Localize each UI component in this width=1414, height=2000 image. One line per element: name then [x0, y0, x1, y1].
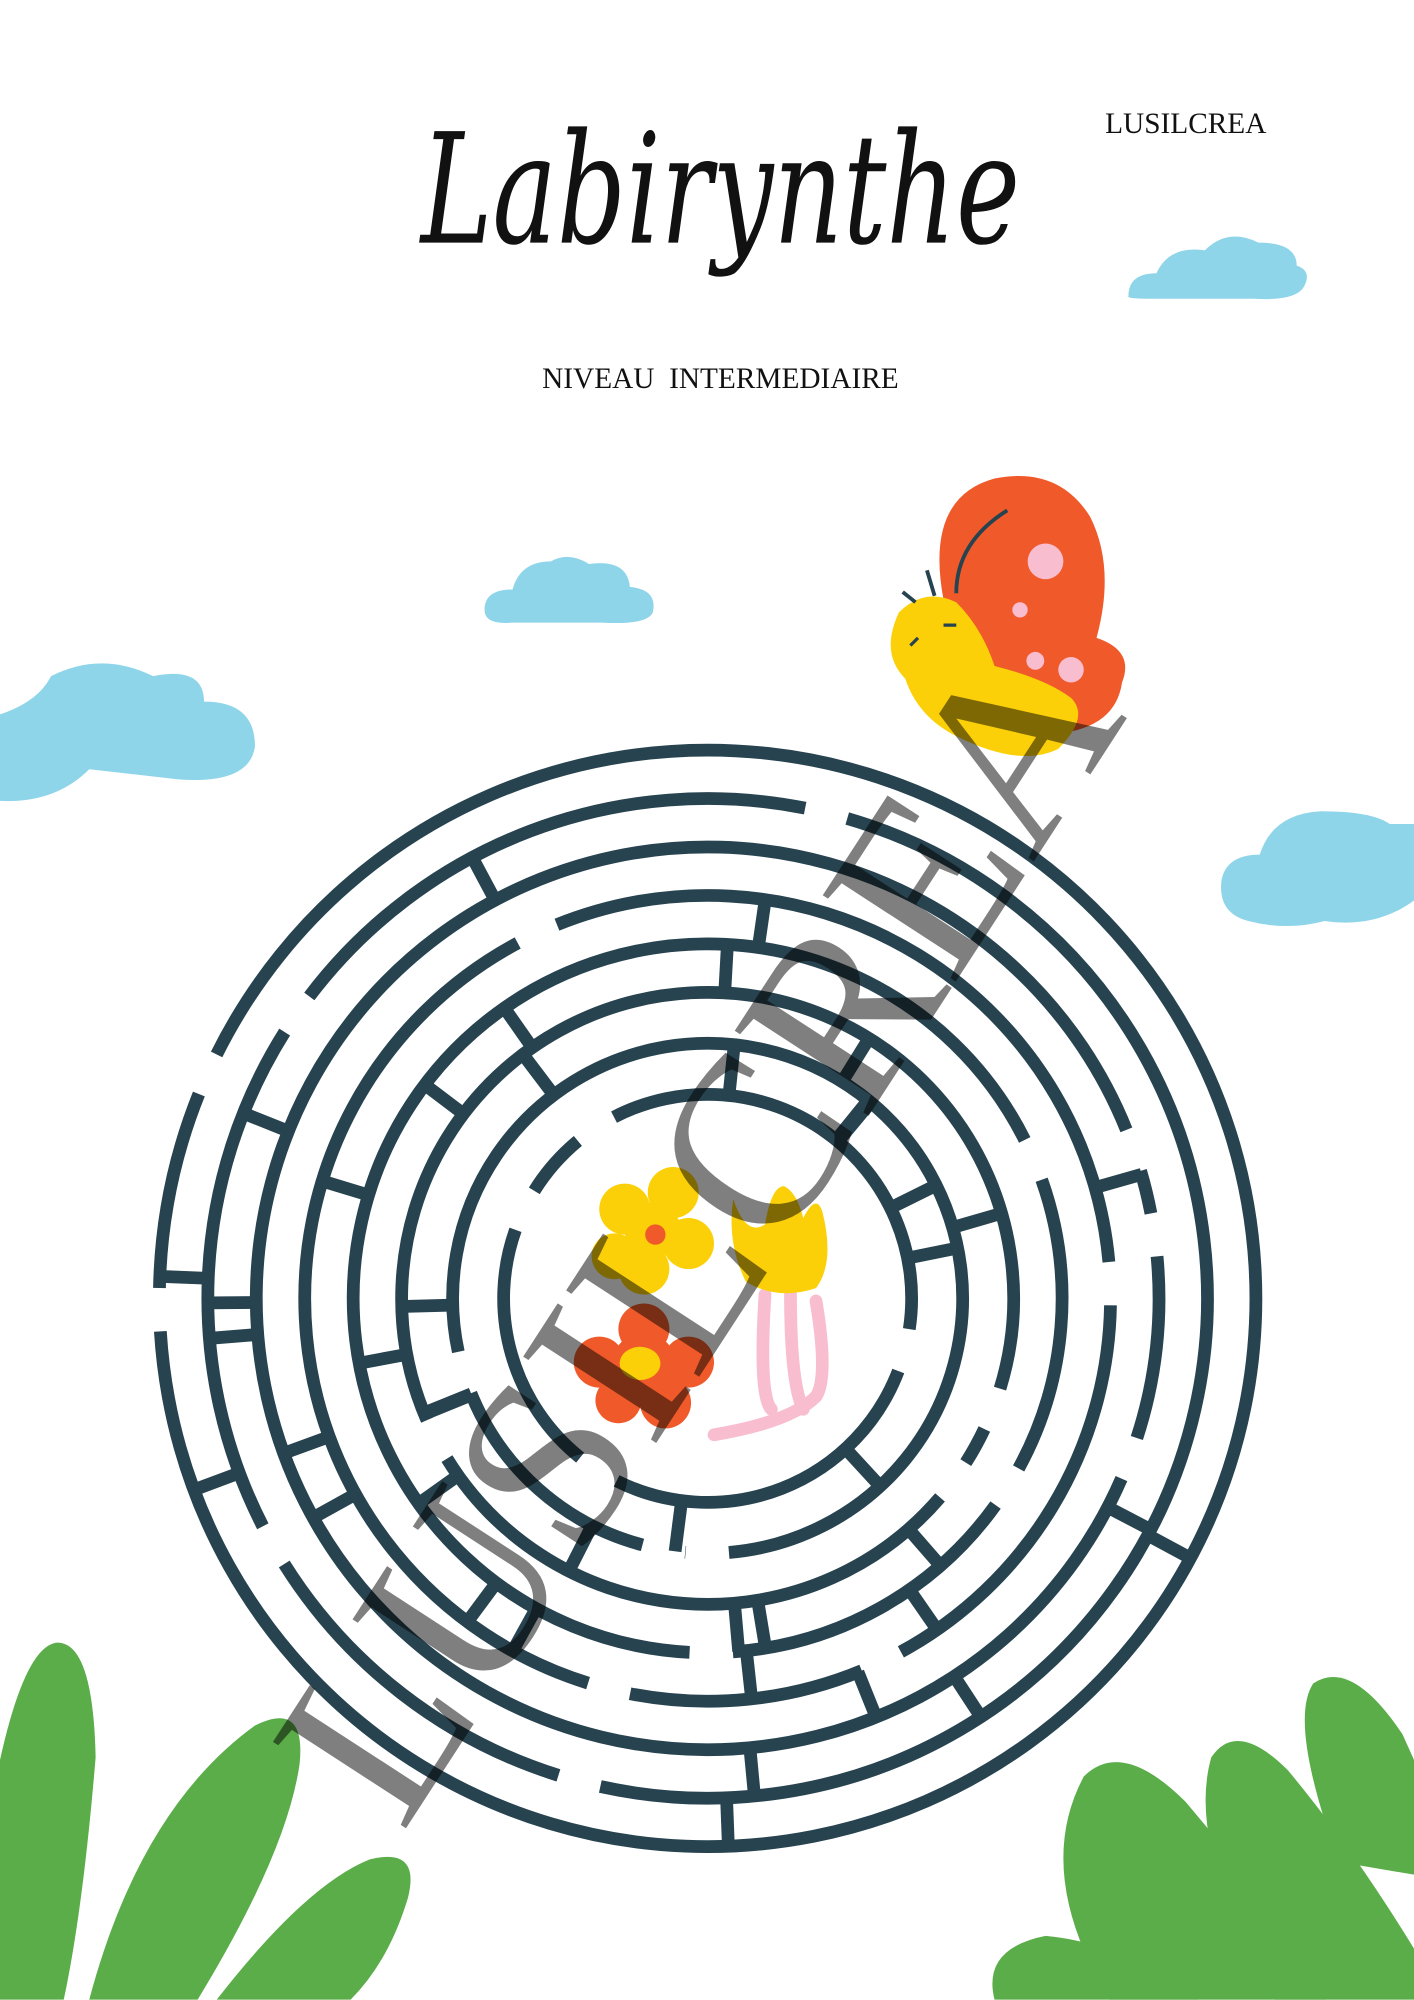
maze-wall — [668, 1499, 688, 1553]
maze-wall — [906, 1241, 959, 1265]
maze-wall — [751, 1599, 772, 1650]
maze-wall — [1013, 1177, 1069, 1472]
maze-wall — [743, 1747, 761, 1797]
maze-wall — [1130, 1255, 1166, 1441]
grass-leaves-left — [0, 1642, 411, 2000]
maze-wall — [739, 1649, 758, 1700]
page-title: Labirynthe — [419, 102, 1020, 280]
butterfly-icon — [890, 475, 1126, 756]
maze-wall — [507, 1605, 542, 1655]
maze-wall — [1093, 1168, 1144, 1194]
maze-wall — [948, 1672, 987, 1721]
maze-wall — [159, 1270, 209, 1285]
maze-wall — [208, 1328, 259, 1345]
level-label: NIVEAU INTERMEDIAIRE — [542, 363, 899, 395]
circular-maze[interactable] — [153, 743, 1263, 1853]
maze-wall — [401, 1298, 453, 1313]
maze-wall — [554, 889, 1116, 1263]
maze-wall — [465, 1390, 645, 1552]
maze-wall — [358, 1348, 408, 1370]
maze-wall — [466, 854, 501, 904]
maze-wall — [887, 1179, 940, 1214]
maze-wall — [611, 1087, 918, 1331]
maze-wall — [517, 1050, 559, 1099]
maze-wall — [304, 792, 807, 1001]
maze-wall — [722, 1044, 741, 1097]
maze-wall — [1104, 1501, 1154, 1536]
maze-wall — [950, 1207, 1004, 1234]
maze-wall — [960, 1426, 991, 1467]
maze-wall — [897, 1305, 1117, 1658]
maze-wall — [346, 937, 1031, 1659]
cloud-icon — [484, 556, 654, 624]
maze-wall — [446, 1036, 969, 1559]
cloud-icon — [1221, 811, 1414, 927]
maze-wall — [191, 1466, 242, 1496]
maze-wall — [320, 1174, 371, 1202]
maze-wall — [298, 937, 590, 1690]
grass-leaves-right — [992, 1677, 1414, 2000]
maze-wall — [278, 1560, 561, 1782]
maze-wall — [310, 1488, 359, 1524]
maze-wall — [720, 1797, 735, 1847]
maze-wall — [441, 1455, 945, 1611]
maze-wall — [598, 812, 1214, 1805]
maze-wall — [462, 1579, 502, 1626]
maze-wall — [153, 1091, 205, 1289]
maze-wall — [563, 1522, 598, 1574]
cloud-icon — [0, 663, 256, 802]
maze-wall — [421, 1388, 474, 1419]
maze-wall — [201, 1028, 291, 1530]
maze-wall — [249, 840, 1133, 1757]
flower-icon — [591, 1167, 715, 1295]
maze-wall — [840, 1444, 885, 1491]
flower-icon — [573, 1303, 715, 1429]
maze-wall — [732, 1501, 1001, 1659]
maze-wall — [903, 1524, 946, 1570]
maze-wall — [752, 898, 772, 949]
maze-wall — [395, 986, 1020, 1423]
maze-wall — [613, 1368, 905, 1509]
tulip-icon — [707, 1186, 829, 1442]
maze-wall — [836, 1035, 875, 1086]
maze-wall — [420, 1079, 468, 1119]
maze-wall — [904, 1586, 943, 1634]
maze-wall — [281, 1430, 332, 1460]
maze-wall — [852, 1669, 882, 1720]
maze-wall — [728, 1602, 746, 1653]
maze-wall — [718, 944, 734, 994]
maze-wall — [499, 1004, 538, 1052]
brand-label: LUSILCREA — [1105, 108, 1266, 140]
maze-wall — [497, 1227, 585, 1463]
cloud-icon — [1128, 236, 1307, 300]
maze-wall — [154, 743, 1263, 1853]
maze-wall — [414, 1470, 462, 1509]
maze-wall — [833, 1098, 876, 1146]
maze-wall — [528, 1136, 583, 1195]
maze-wall — [241, 1107, 291, 1138]
maze-wall — [1144, 1529, 1194, 1564]
